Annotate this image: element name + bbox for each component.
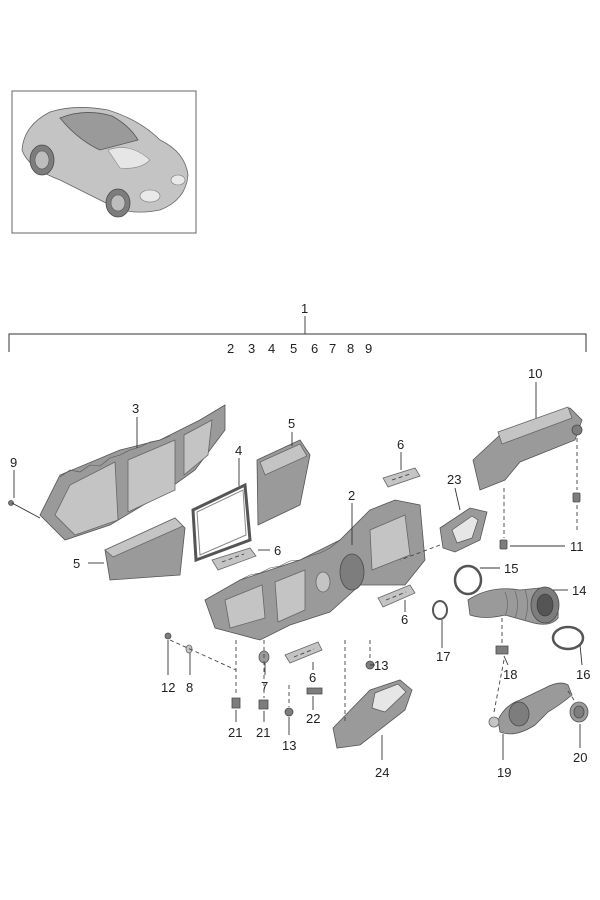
callout-14: 14 (572, 583, 586, 598)
subpart-label: 9 (365, 341, 372, 356)
part-21-clip-left (231, 640, 241, 722)
subpart-label: 8 (347, 341, 354, 356)
part-8-washer (169, 639, 237, 675)
callout-16: 16 (576, 667, 590, 682)
part-17-clamp (432, 600, 448, 620)
part-12-screw (164, 632, 172, 675)
callout-6-top: 6 (397, 437, 404, 452)
callout-11: 11 (570, 539, 584, 554)
callout-13-lower: 13 (282, 738, 296, 753)
part-2-main-housing (204, 499, 426, 641)
callout-21-right: 21 (256, 725, 270, 740)
part-15-clamp (453, 564, 483, 596)
part-9-screw (8, 470, 41, 519)
callout-17: 17 (436, 649, 450, 664)
callout-18: 18 (503, 667, 517, 682)
callout-15: 15 (504, 561, 518, 576)
part-3-upper-cover (39, 404, 226, 541)
part-10-intake-duct (472, 406, 583, 491)
assembly-bracket: 1 (8, 301, 587, 352)
part-16-clamp (551, 625, 585, 651)
assembly-subpart-list: 2 3 4 5 6 7 8 9 (227, 341, 372, 356)
part-5-filter-upper (256, 439, 311, 526)
callout-5-upper: 5 (288, 416, 295, 431)
callout-6-left: 6 (274, 543, 281, 558)
part-20-cap (565, 687, 589, 723)
callout-6-lower: 6 (309, 670, 316, 685)
callout-1: 1 (301, 301, 308, 316)
subpart-label: 6 (311, 341, 318, 356)
callout-5-lower: 5 (73, 556, 80, 571)
callout-2: 2 (348, 488, 355, 503)
subpart-label: 7 (329, 341, 336, 356)
part-6-clip-top (382, 467, 421, 488)
part-6-clip-lower (284, 641, 323, 664)
callout-21-left: 21 (228, 725, 242, 740)
callout-3: 3 (132, 401, 139, 416)
part-22-pin (306, 687, 323, 710)
part-6-clip-mid (377, 584, 416, 608)
part-24-lower-duct (332, 640, 413, 749)
subpart-label: 3 (248, 341, 255, 356)
part-23-adapter (399, 507, 488, 561)
part-13-fastener-lower (284, 685, 294, 735)
part-14-air-hose (467, 586, 560, 625)
car-illustration (21, 107, 189, 218)
part-11-fastener (499, 438, 581, 550)
callout-9: 9 (10, 455, 17, 470)
subpart-label: 4 (268, 341, 275, 356)
part-6-clip-left (211, 547, 257, 571)
callout-7: 7 (261, 679, 268, 694)
part-21-clip-right (258, 640, 269, 722)
callout-12: 12 (161, 680, 175, 695)
callout-10: 10 (528, 366, 542, 381)
part-18-clip (495, 618, 509, 655)
callout-4: 4 (235, 443, 242, 458)
callout-13-upper: 13 (374, 658, 388, 673)
callout-24: 24 (375, 765, 389, 780)
callout-22: 22 (306, 711, 320, 726)
callout-19: 19 (497, 765, 511, 780)
vehicle-thumbnail (11, 90, 197, 234)
callout-20: 20 (573, 750, 587, 765)
callout-23: 23 (447, 472, 461, 487)
part-19-resonator (488, 659, 573, 735)
subpart-label: 2 (227, 341, 234, 356)
callout-6-mid: 6 (401, 612, 408, 627)
callout-8: 8 (186, 680, 193, 695)
subpart-label: 5 (290, 341, 297, 356)
part-13-fastener-upper (365, 640, 375, 670)
part-5-filter-lower (104, 517, 186, 581)
part-4-seal-frame (191, 482, 252, 563)
